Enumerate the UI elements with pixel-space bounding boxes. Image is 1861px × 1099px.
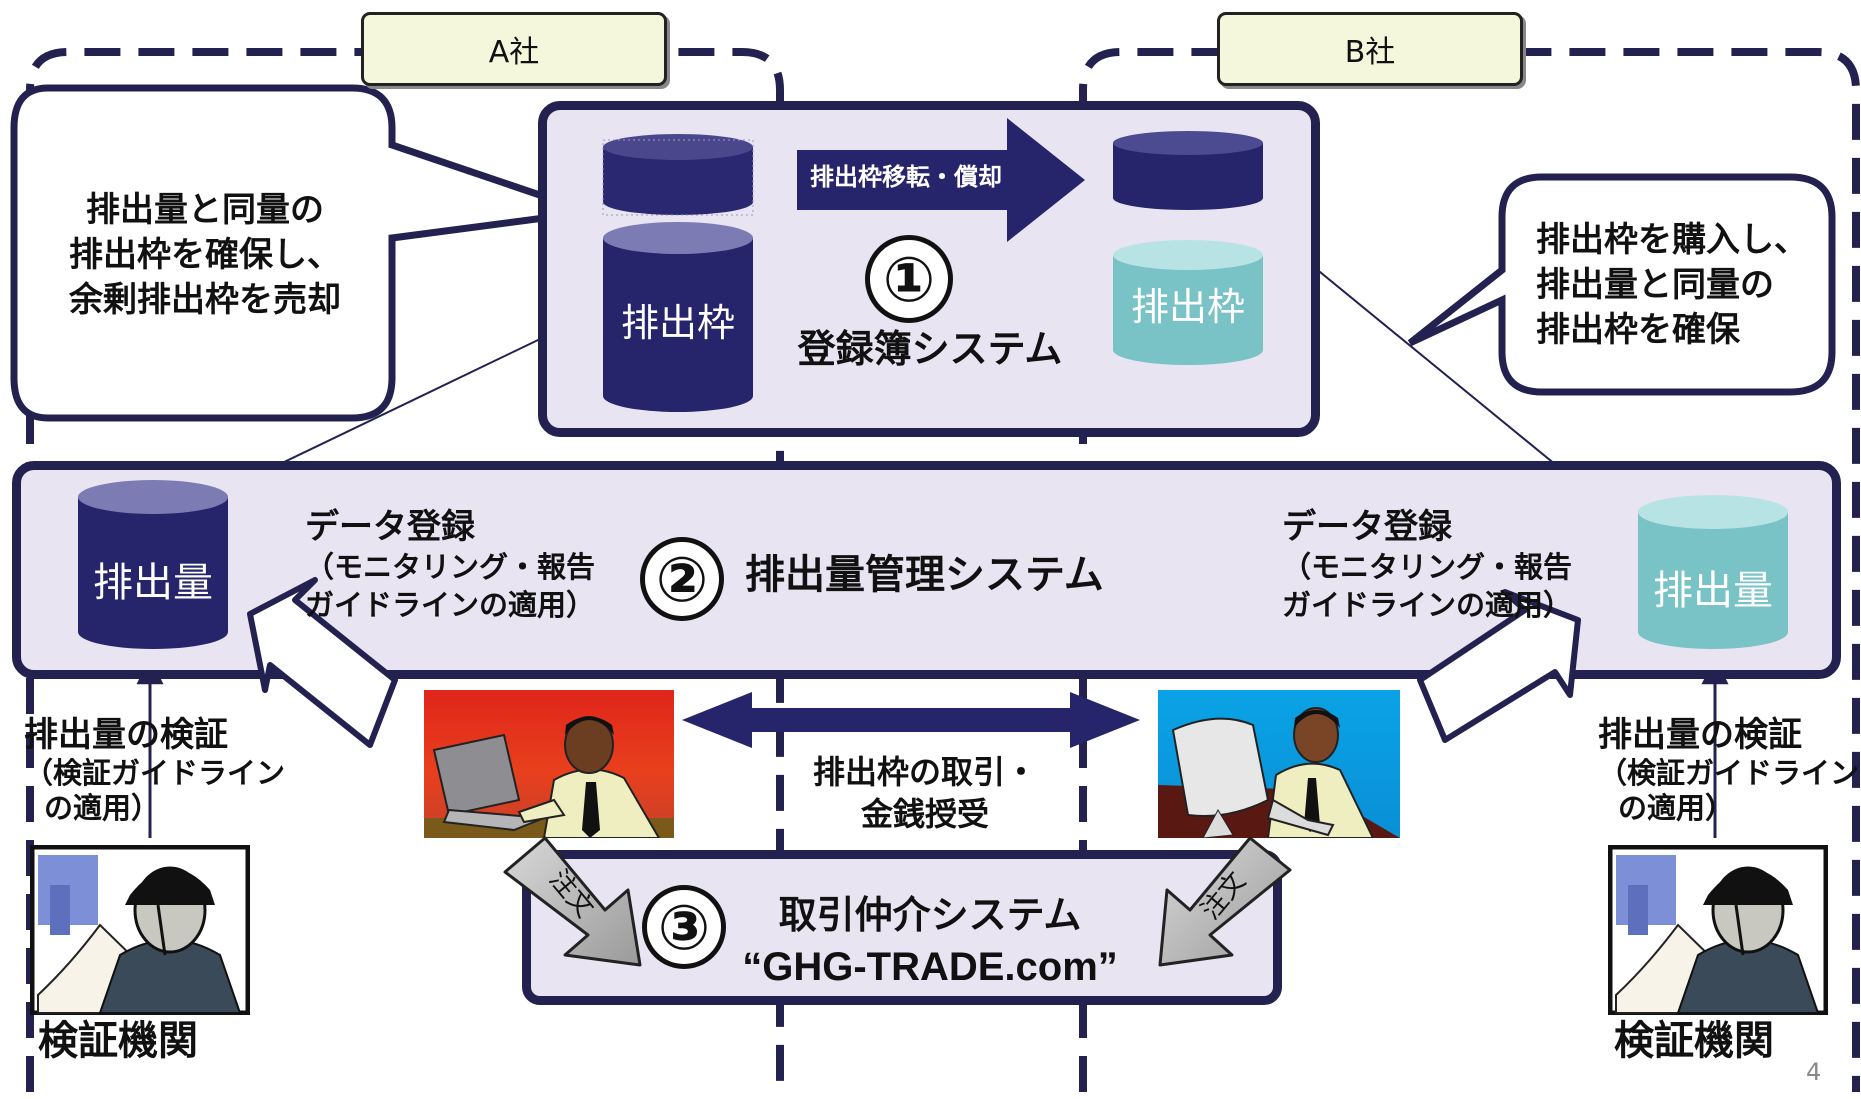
right-bubble-text: 排出枠を購入し、 排出量と同量の 排出枠を確保 — [1536, 220, 1808, 350]
trader-b-illustration — [1158, 690, 1400, 838]
emissions-right-cylinder — [1638, 495, 1788, 649]
verifier-left-label: 検証機関 — [38, 1018, 198, 1064]
arrow-registry-to-left-emissions — [224, 314, 591, 492]
brokerage-title: 取引仲介システム — [778, 893, 1082, 937]
company-a-tab: A社 — [361, 12, 667, 86]
trading-arrow — [682, 692, 1140, 748]
verifier-right-illustration — [1608, 845, 1828, 1015]
trading-label: 排出枠の取引・ 金銭授受 — [812, 753, 1037, 833]
brokerage-number: ③ — [642, 885, 726, 969]
left-speech-bubble — [10, 84, 592, 422]
allowance-a-top-cylinder — [602, 134, 754, 216]
trader-a-illustration — [424, 690, 674, 838]
allowance-a-label: 排出枠 — [620, 301, 735, 345]
emissions-number: ② — [640, 537, 724, 621]
data-entry-arrow-right — [1417, 589, 1581, 743]
transfer-arrow — [797, 118, 1085, 242]
company-a-label: A社 — [488, 35, 540, 70]
emissions-right-label: 排出量 — [1653, 568, 1773, 614]
allowance-b-label: 排出枠 — [1130, 285, 1245, 329]
left-bubble-text: 排出量と同量の 排出枠を確保し、 余剰排出枠を売却 — [69, 190, 341, 320]
allowance-a-cylinder — [603, 222, 753, 412]
page-number: 4 — [1806, 1058, 1822, 1086]
registry-number: ① — [865, 235, 953, 323]
verify-right-text: 排出量の検証 （検証ガイドライン の適用） — [1598, 715, 1860, 825]
registry-title: 登録簿システム — [797, 327, 1063, 371]
data-entry-arrow-left — [247, 577, 398, 748]
verifier-left-illustration — [30, 845, 250, 1015]
company-b-label: B社 — [1344, 35, 1396, 70]
company-a-region — [26, 48, 784, 1092]
trader-b-figure — [1158, 707, 1400, 838]
transfer-label: 排出枠移転・償却 — [810, 163, 1002, 191]
allowance-b-cylinder — [1113, 240, 1263, 365]
order-arrow-right — [1158, 836, 1292, 967]
company-b-tab: B社 — [1217, 12, 1523, 86]
brokerage-site: “GHG-TRADE.com” — [742, 945, 1118, 989]
order-arrow-left — [503, 836, 642, 967]
verifier-right-label: 検証機関 — [1614, 1018, 1774, 1064]
data-entry-left-text: データ登録 （モニタリング・報告 ガイドラインの適用） — [305, 507, 596, 622]
trader-a-figure — [424, 716, 674, 838]
data-entry-right-text: データ登録 （モニタリング・報告 ガイドラインの適用） — [1282, 507, 1573, 622]
emissions-left-cylinder — [78, 480, 228, 649]
allowance-b-top-cylinder — [1113, 131, 1263, 210]
emissions-title: 排出量管理システム — [745, 552, 1104, 598]
emissions-left-label: 排出量 — [93, 560, 213, 606]
verify-left-text: 排出量の検証 （検証ガイドライン の適用） — [24, 715, 286, 825]
